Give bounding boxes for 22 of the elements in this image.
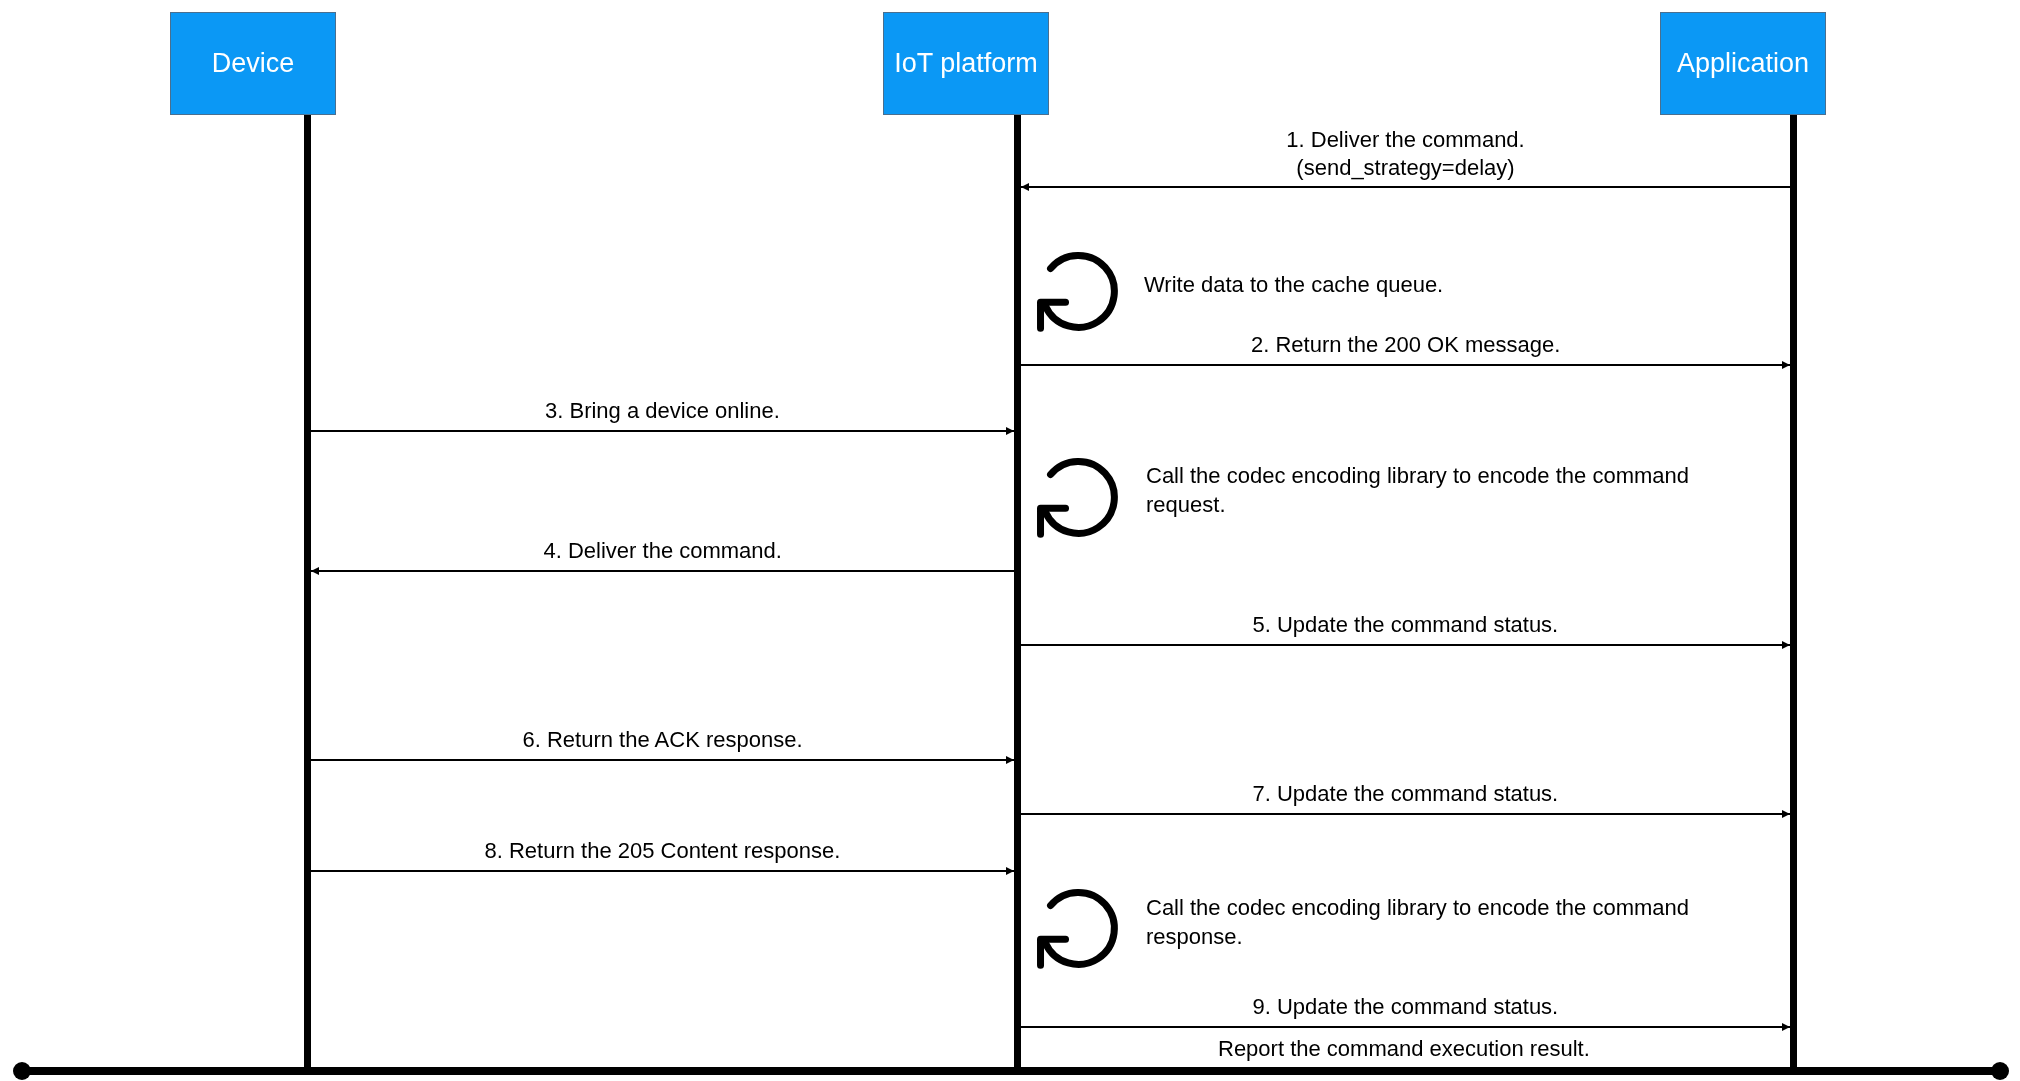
message-arrow — [310, 567, 1015, 575]
self-call-note: Call the codec encoding library to encode the command response. — [1146, 894, 1690, 951]
message-arrow — [1020, 810, 1791, 818]
self-call-note: Call the codec encoding library to encode the command request. — [1146, 462, 1690, 519]
message-arrow — [310, 867, 1015, 875]
participant-name: IoT platform — [894, 48, 1038, 79]
participant-box — [883, 12, 1049, 115]
participant-name: Application — [1676, 48, 1810, 79]
lifeline — [304, 115, 311, 1067]
message-arrow — [310, 427, 1015, 435]
message-arrow — [1020, 361, 1791, 369]
message-arrow — [1020, 183, 1791, 191]
self-call-note: Write data to the cache queue. — [1144, 271, 1445, 299]
message-label: Report the command execution result. — [1218, 1035, 1590, 1063]
message-arrow — [1020, 641, 1791, 649]
message-arrow — [310, 756, 1015, 764]
participant-box — [1660, 12, 1826, 115]
participant-box — [170, 12, 336, 115]
participant-name: Device — [211, 48, 295, 79]
lifeline — [1014, 115, 1021, 1067]
lifeline — [1790, 115, 1797, 1067]
message-arrow — [1020, 1023, 1791, 1031]
